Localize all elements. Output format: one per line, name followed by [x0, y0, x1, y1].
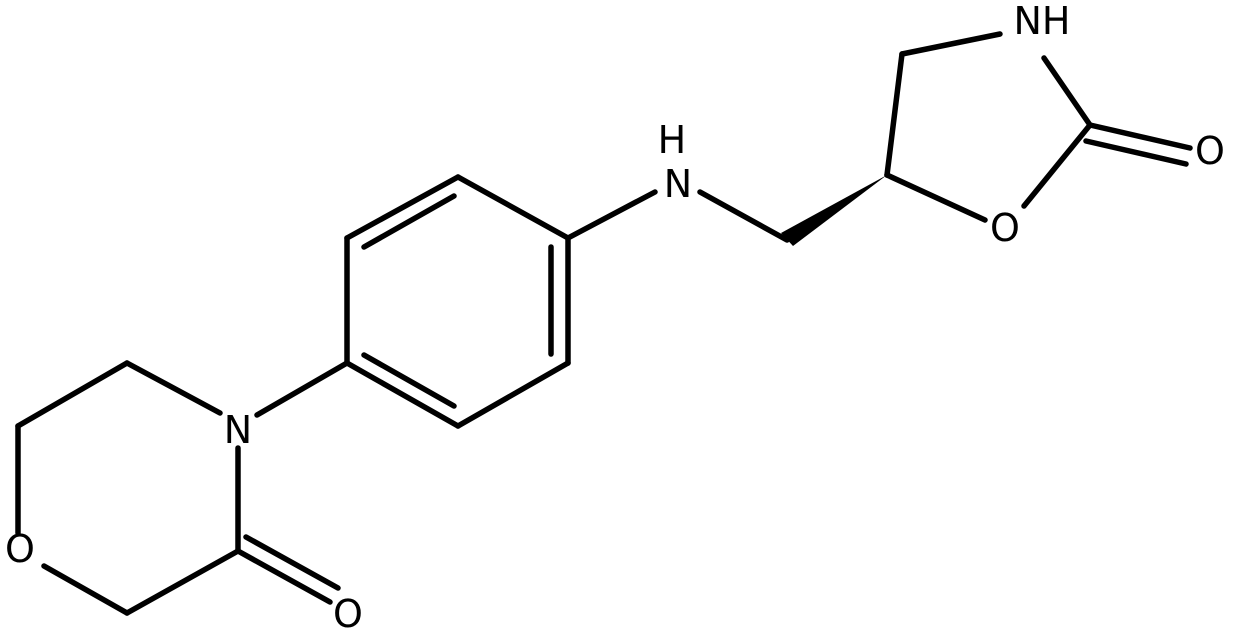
- bond-carbonyl-c-o-ring: [1021, 122, 1093, 209]
- bond-carbonyl-c-o-double-a: [1087, 122, 1193, 151]
- atom-o-carbonyl-left: O: [333, 592, 363, 636]
- atom-nh-linker-h: H: [658, 118, 687, 162]
- atom-nh-ring: NH: [1014, 0, 1071, 43]
- bond-nh-linker-aryl: [565, 189, 658, 241]
- bond-aryl-n-morpholine: [254, 360, 350, 418]
- bond-o-ring-ch: [884, 172, 988, 223]
- atom-o-ring-right: O: [990, 206, 1020, 250]
- atom-labels: NH O O H N N O O: [5, 0, 1225, 636]
- bond-ch2-ch2-left: [15, 360, 130, 429]
- bonds: [15, 31, 1193, 616]
- bond-ar-1: [455, 174, 571, 241]
- bond-ch-ch2: [884, 51, 905, 178]
- bond-ar-inner-2: [361, 352, 457, 409]
- atom-n-morpholine: N: [224, 408, 252, 452]
- bond-ch2-nh-linker: [697, 189, 790, 243]
- bond-wedge: [781, 175, 887, 246]
- atom-o-morpholine: O: [5, 527, 35, 571]
- bond-n-ch2-top: [124, 360, 223, 416]
- bond-ar-2: [344, 174, 461, 241]
- bond-ar-inner-1: [361, 193, 457, 250]
- bond-carbonyl-c-o-double-b: [1083, 138, 1189, 167]
- atom-nh-linker: H N: [658, 118, 699, 206]
- atom-o-carbonyl-right: O: [1195, 129, 1225, 173]
- bond-c-o-double-left-b: [243, 534, 341, 591]
- bond-ch2-nh-ring: [899, 31, 1003, 57]
- bond-c-o-double-left-a: [235, 548, 333, 605]
- bond-ar-4: [344, 360, 461, 429]
- atom-nh-linker-n: N: [664, 162, 692, 206]
- bond-ch2-bottom-carbonyl-c: [124, 548, 241, 616]
- bond-nh-ring-carbonyl-c: [1041, 55, 1093, 128]
- bond-ar-5: [455, 360, 571, 429]
- bond-o-ch2-bottom: [41, 563, 130, 616]
